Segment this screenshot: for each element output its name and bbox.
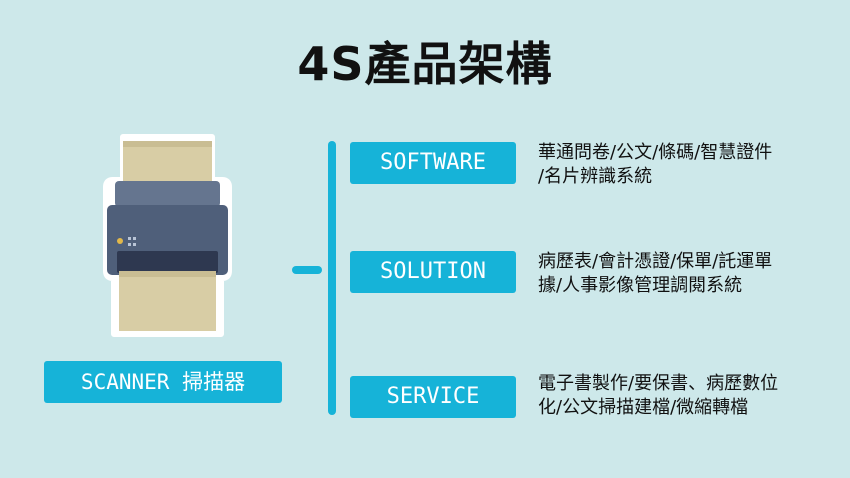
category-solution: SOLUTION bbox=[350, 251, 516, 293]
scanner-label: SCANNER 掃描器 bbox=[44, 361, 282, 403]
description-line: /名片辨識系統 bbox=[538, 166, 653, 187]
connector-line bbox=[292, 266, 322, 274]
description-line: 電子書製作/要保書、病歷數位 bbox=[538, 373, 779, 394]
description-line: 華通問卷/公文/條碼/智慧證件 bbox=[538, 142, 773, 163]
bracket-line bbox=[328, 141, 336, 415]
page-title: 4S產品架構 bbox=[297, 37, 553, 91]
description-software: 華通問卷/公文/條碼/智慧證件 /名片辨識系統 bbox=[538, 141, 828, 189]
category-service: SERVICE bbox=[350, 376, 516, 418]
description-solution: 病歷表/會計憑證/保單/託運單 據/人事影像管理調閱系統 bbox=[538, 250, 828, 298]
category-software: SOFTWARE bbox=[350, 142, 516, 184]
description-line: 據/人事影像管理調閱系統 bbox=[538, 275, 743, 296]
description-line: 病歷表/會計憑證/保單/託運單 bbox=[538, 251, 773, 272]
description-service: 電子書製作/要保書、病歷數位 化/公文掃描建檔/微縮轉檔 bbox=[538, 372, 828, 420]
printer-scanner-icon bbox=[103, 134, 232, 337]
description-line: 化/公文掃描建檔/微縮轉檔 bbox=[538, 397, 749, 418]
